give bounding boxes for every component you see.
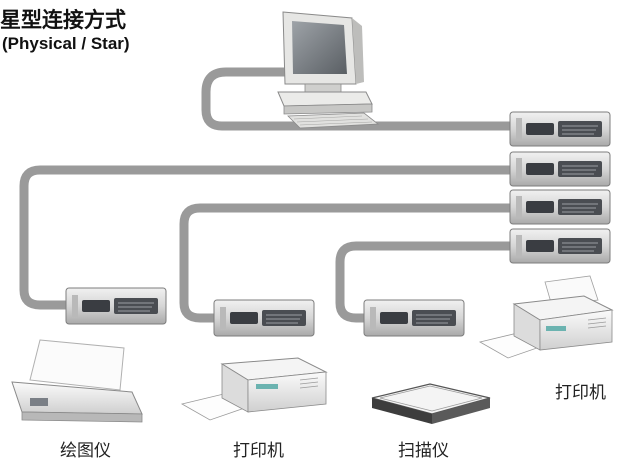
diagram-title: 星型连接方式 [0,8,126,32]
monitor-screen [292,21,347,74]
cable-group [19,67,515,323]
hub-box-4 [509,228,611,264]
hub-box-2 [509,151,611,187]
computer [277,11,380,129]
plotter-front [21,411,143,423]
plotter [11,339,143,423]
printer-2 [478,275,614,359]
scanner-label: 扫描仪 [398,441,449,461]
cable-hub-to-printer1-box [179,203,515,323]
switch-box-plotter [65,287,167,325]
switch-box-scanner [363,299,465,337]
hub-box-1 [509,111,611,147]
printer-1-label: 打印机 [233,441,284,461]
cable-computer-to-hub [201,67,515,131]
plotter-paper [29,339,125,391]
monitor-side [352,18,364,84]
printer-1-front [247,371,327,413]
diagram-subtitle: (Physical / Star) [2,34,130,53]
printer-2-label: 打印机 [555,383,606,403]
computer-case-front [283,103,373,115]
hub-box-3 [509,189,611,225]
monitor-stand [304,83,342,93]
printer-2-front [539,309,613,351]
cable-hub-to-plotter-box [19,165,515,310]
plotter-label: 绘图仪 [60,441,111,461]
scanner [371,383,491,424]
computer-case [277,91,373,107]
scanner-base [372,398,432,424]
printer-1 [180,357,328,421]
cable-hub-to-scanner-box [335,241,515,323]
hub-stack [509,111,611,264]
switch-box-printer-1 [213,299,315,337]
